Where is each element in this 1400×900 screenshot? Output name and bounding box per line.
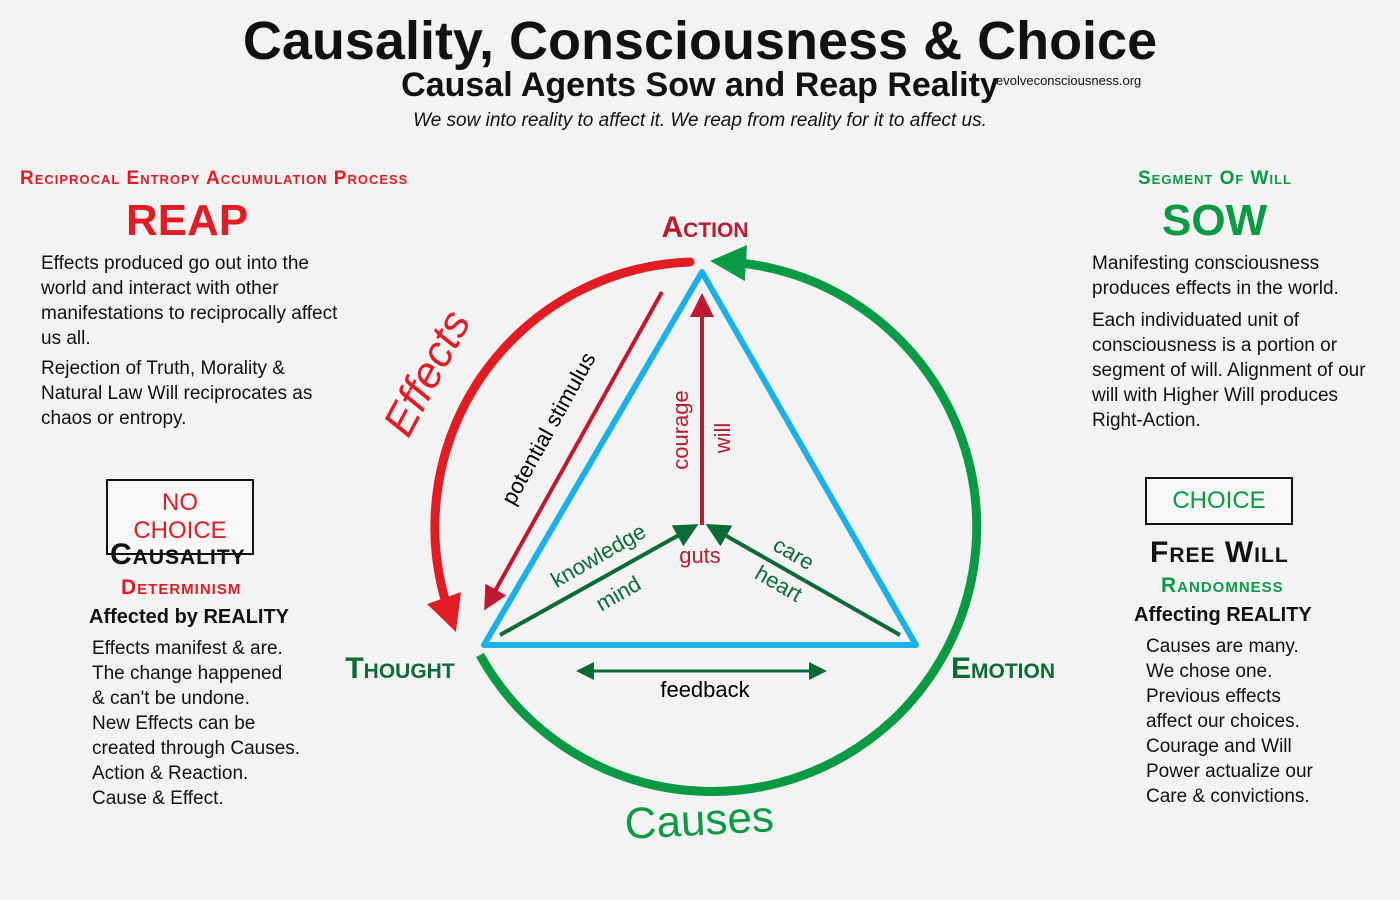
page-title: Causality, Consciousness & Choice bbox=[242, 11, 1158, 71]
effects-label: Effects bbox=[374, 302, 480, 444]
randomness-label: Randomness bbox=[1161, 574, 1284, 597]
thought-label: Thought bbox=[345, 652, 454, 685]
courage-label: courage bbox=[668, 390, 693, 470]
feedback-label: feedback bbox=[660, 677, 750, 702]
line: created through Causes. bbox=[92, 738, 301, 759]
reap-acronym: Reciprocal Entropy Accumulation Process bbox=[20, 168, 409, 189]
triangle bbox=[481, 269, 919, 648]
mind-arrow bbox=[499, 524, 699, 637]
causes-arc bbox=[476, 245, 982, 796]
line: Causes are many. bbox=[1146, 636, 1299, 657]
emotion-label: Emotion bbox=[951, 652, 1055, 685]
action-label: Action bbox=[662, 211, 749, 244]
sow-heading: SOW bbox=[1162, 196, 1268, 245]
effects-arc bbox=[427, 257, 695, 632]
affecting-reality: Affecting REALITY bbox=[1134, 604, 1312, 626]
will-label: will bbox=[710, 423, 735, 455]
causes-label: Causes bbox=[623, 792, 775, 849]
guts-label: guts bbox=[679, 543, 721, 568]
reap-text-1: Effects produced go out into the world a… bbox=[41, 253, 338, 349]
reap-text-2: Rejection of Truth, Morality & Natural L… bbox=[41, 358, 313, 429]
causality-lines: Effects manifest & are. The change happen… bbox=[92, 636, 300, 811]
line: affect our choices. bbox=[1146, 711, 1300, 732]
page-subtitle: Causal Agents Sow and Reap Reality bbox=[401, 66, 999, 104]
source-url: evolveconsciousness.org bbox=[996, 73, 1142, 88]
line: Care & convictions. bbox=[1146, 786, 1310, 807]
heart-arrow bbox=[705, 524, 901, 637]
sow-text-2: Each individuated unit of consciousness … bbox=[1092, 310, 1366, 431]
no-choice-box: NO CHOICE bbox=[106, 479, 254, 555]
line: New Effects can be bbox=[92, 713, 256, 734]
choice-box: CHOICE bbox=[1145, 477, 1293, 525]
reap-heading: REAP bbox=[126, 196, 249, 245]
line: Effects manifest & are. bbox=[92, 638, 283, 659]
free-will-label: Free Will bbox=[1150, 536, 1289, 569]
stimulus-arrow bbox=[484, 291, 664, 611]
determinism-label: Determinism bbox=[121, 576, 242, 599]
line: Action & Reaction. bbox=[92, 763, 249, 784]
causality-label: Causality bbox=[110, 538, 246, 571]
affected-by-reality: Affected by REALITY bbox=[89, 606, 290, 628]
line: Power actualize our bbox=[1146, 761, 1313, 782]
line: Courage and Will bbox=[1146, 736, 1292, 757]
line: & can't be undone. bbox=[92, 688, 250, 709]
line: We chose one. bbox=[1146, 661, 1273, 682]
sow-text-1: Manifesting consciousness produces effec… bbox=[1092, 253, 1339, 299]
tagline: We sow into reality to affect it. We rea… bbox=[413, 110, 987, 131]
sow-acronym: Segment Of Will bbox=[1138, 168, 1292, 189]
free-will-lines: Causes are many. We chose one. Previous ef… bbox=[1146, 634, 1313, 809]
line: Previous effects bbox=[1146, 686, 1281, 707]
line: Cause & Effect. bbox=[92, 788, 224, 809]
line: The change happened bbox=[92, 663, 283, 684]
